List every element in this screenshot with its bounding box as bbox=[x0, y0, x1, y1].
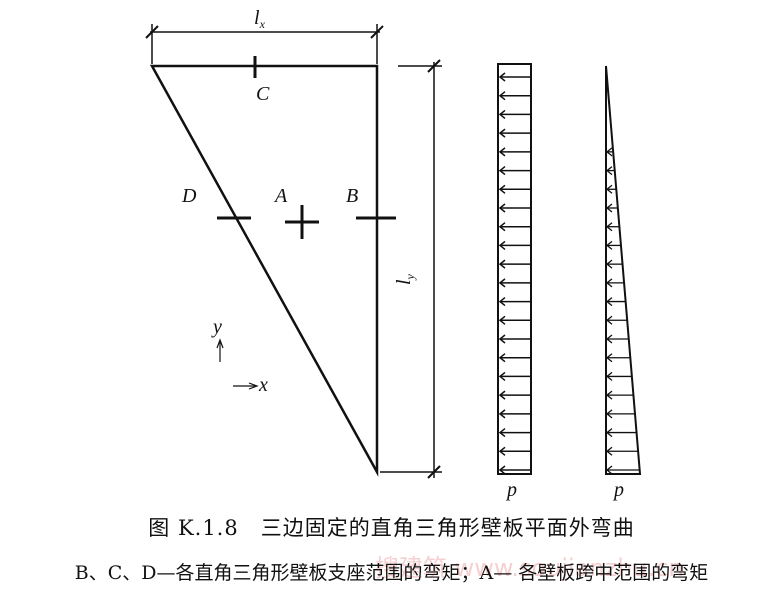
load-arrow bbox=[605, 371, 632, 381]
label-a: A bbox=[273, 185, 288, 207]
label-ly: ly bbox=[393, 273, 417, 285]
load-arrow bbox=[498, 184, 531, 194]
load-arrow bbox=[498, 165, 531, 176]
load-arrow bbox=[498, 315, 531, 325]
marker-a bbox=[285, 205, 319, 239]
load-arrow bbox=[498, 278, 531, 288]
load-arrow bbox=[498, 109, 531, 120]
load-arrow bbox=[605, 390, 634, 400]
load-arrow bbox=[498, 203, 531, 213]
load-arrow bbox=[498, 72, 531, 82]
load-arrow bbox=[605, 278, 625, 288]
load-arrow bbox=[498, 334, 531, 344]
figure-note: B、C、D—各直角三角形壁板支座范围的弯矩；A— 各壁板跨中范围的弯矩 bbox=[74, 562, 709, 584]
label-d: D bbox=[181, 185, 197, 207]
load-arrow bbox=[605, 184, 617, 194]
figure-caption: 图 K.1.8 三边固定的直角三角形壁板平面外弯曲 bbox=[148, 516, 635, 540]
watermark: 搜建筑 www.soujianzhu.cn bbox=[375, 554, 684, 582]
load-arrow bbox=[605, 465, 640, 475]
label-b: B bbox=[346, 185, 358, 207]
axis-y-label: y bbox=[211, 316, 222, 338]
load-arrow bbox=[498, 91, 531, 101]
uniform-load-diagram bbox=[497, 63, 532, 475]
load-arrow bbox=[498, 353, 531, 363]
load-arrow bbox=[605, 409, 635, 419]
load-arrow bbox=[498, 128, 531, 138]
load-arrow bbox=[498, 409, 531, 419]
load-arrow bbox=[498, 222, 531, 232]
load-arrow bbox=[498, 371, 531, 382]
label-c: C bbox=[256, 83, 270, 105]
load-arrow bbox=[605, 147, 614, 157]
load-arrow bbox=[498, 465, 531, 475]
label-lx: lx bbox=[254, 7, 266, 31]
load-arrow bbox=[605, 166, 615, 176]
load-arrow bbox=[605, 334, 629, 344]
load-arrow bbox=[498, 296, 531, 307]
load-arrow bbox=[498, 427, 531, 438]
load-arrow bbox=[498, 147, 531, 157]
load-arrow bbox=[498, 240, 531, 251]
load-arrow bbox=[605, 203, 618, 213]
axis-x-label: x bbox=[258, 374, 268, 396]
load-arrow bbox=[605, 428, 637, 438]
load-arrow bbox=[498, 446, 531, 456]
label-p-uniform: p bbox=[505, 479, 517, 501]
load-arrow bbox=[498, 390, 531, 400]
triangular-load-diagram bbox=[605, 65, 642, 475]
load-arrow bbox=[605, 297, 626, 307]
load-arrow bbox=[605, 353, 631, 363]
label-p-triangular: p bbox=[612, 479, 624, 501]
load-arrow bbox=[605, 315, 628, 325]
load-arrow bbox=[605, 446, 639, 456]
load-arrow bbox=[605, 240, 621, 250]
load-arrow bbox=[605, 259, 623, 269]
load-arrow bbox=[498, 259, 531, 269]
triangle-plate bbox=[149, 64, 379, 477]
load-arrow bbox=[605, 222, 620, 232]
